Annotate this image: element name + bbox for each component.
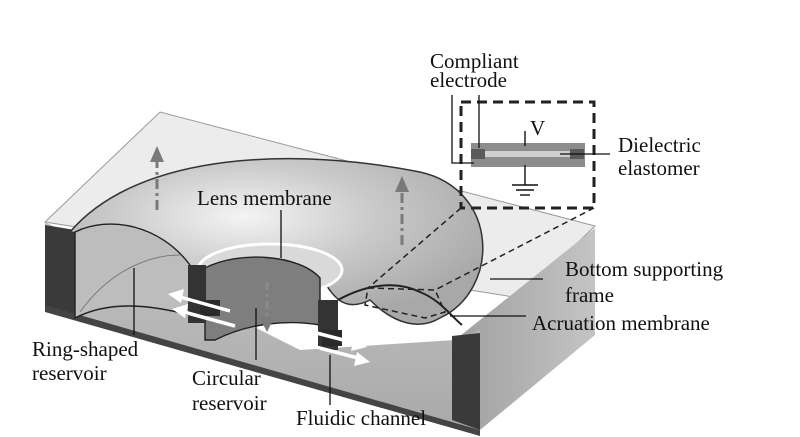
flow-arrow-right-1-icon — [351, 337, 367, 351]
label-fluidic-channel: Fluidic channel — [296, 406, 426, 430]
flow-arrow-right-1-shaft — [304, 328, 356, 345]
callout-box — [364, 100, 596, 319]
deformation-arrows — [150, 146, 409, 332]
ground-icon — [512, 184, 538, 196]
actuation-membrane-curve — [337, 284, 463, 326]
up-arrow-right-icon — [395, 176, 409, 192]
bottom-edge — [45, 305, 480, 436]
label-ring-reservoir-2: reservoir — [32, 361, 107, 385]
device-block — [43, 111, 596, 436]
flow-arrow-left-1-shaft — [179, 295, 231, 313]
flow-arrow-right-2-icon — [354, 352, 370, 366]
dea-detail — [471, 131, 585, 196]
labels: Compliant electrode V Dielectric elastom… — [32, 49, 724, 430]
flow-arrow-right-2-shaft — [307, 343, 359, 360]
flow-arrows — [168, 289, 370, 366]
flow-arrow-left-2-icon — [172, 304, 188, 318]
circular-reservoir-cavity — [204, 256, 321, 341]
callout-region-outline — [364, 287, 447, 319]
label-voltage: V — [530, 116, 545, 140]
label-circular-reservoir-1: Circular — [192, 366, 261, 390]
front-cut-face — [45, 222, 480, 430]
left-wall — [45, 225, 75, 318]
leader-compliant-electrode-outer — [451, 95, 474, 164]
callout-line-1 — [367, 207, 462, 289]
label-compliant-electrode-1: Compliant — [430, 49, 519, 73]
label-dielectric-1: Dielectric — [618, 133, 701, 157]
label-dielectric-2: elastomer — [618, 156, 700, 180]
label-bottom-frame-2: frame — [565, 283, 614, 307]
electrode-end-left — [471, 149, 485, 159]
flow-arrow-left-2-shaft — [183, 310, 236, 328]
label-bottom-frame-1: Bottom supporting — [565, 257, 724, 281]
label-actuation-membrane: Acruation membrane — [532, 311, 710, 335]
ring-reservoir-arc — [79, 254, 181, 313]
down-arrow-center-icon — [260, 318, 274, 332]
leader-lines — [133, 95, 610, 405]
callout-dashed-box — [459, 100, 596, 210]
label-ring-reservoir-1: Ring-shaped — [32, 337, 139, 361]
right-wall — [452, 333, 480, 430]
flow-arrow-left-1-icon — [168, 289, 184, 303]
label-circular-reservoir-2: reservoir — [192, 391, 267, 415]
label-lens-membrane: Lens membrane — [197, 186, 332, 210]
elastomer-core — [484, 151, 574, 157]
right-face — [455, 228, 595, 430]
label-compliant-electrode-2: electrode — [430, 68, 507, 92]
up-arrow-left-icon — [150, 146, 164, 162]
